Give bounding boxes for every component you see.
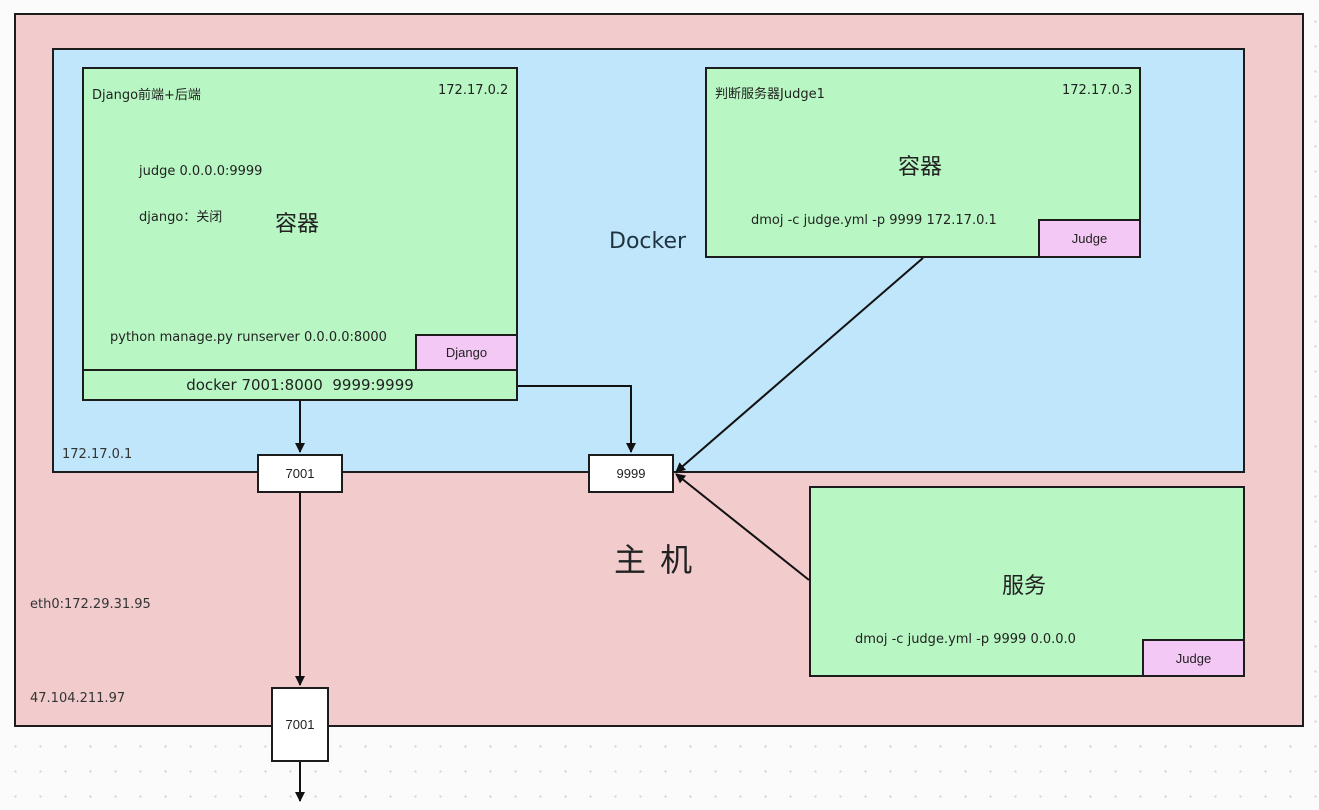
public-ip-label: 47.104.211.97 bbox=[30, 691, 126, 706]
judge-container-ip: 172.17.0.3 bbox=[1062, 83, 1133, 98]
arrow-service-to-9999 bbox=[675, 473, 810, 581]
judge-container-badge: Judge bbox=[1038, 219, 1141, 258]
judge-container-type: 容器 bbox=[898, 155, 943, 180]
host-port-7001: 7001 bbox=[271, 687, 329, 762]
arrow-judge-to-9999 bbox=[675, 257, 924, 473]
django-line-judge: judge 0.0.0.0:9999 bbox=[139, 164, 263, 179]
docker-port-9999: 9999 bbox=[588, 454, 674, 493]
judge-container-command: dmoj -c judge.yml -p 9999 172.17.0.1 bbox=[751, 213, 997, 228]
django-badge: Django bbox=[415, 334, 518, 371]
host-service-type: 服务 bbox=[1002, 574, 1047, 599]
django-container-name: Django前端+后端 bbox=[92, 88, 201, 103]
django-command: python manage.py runserver 0.0.0.0:8000 bbox=[110, 330, 387, 345]
host-title: 主 机 bbox=[614, 541, 695, 579]
host-service-badge: Judge bbox=[1142, 639, 1245, 677]
port-mapping-text: docker 7001:8000 9999:9999 bbox=[186, 376, 414, 394]
docker-gateway-ip: 172.17.0.1 bbox=[62, 447, 133, 462]
judge-container-name: 判断服务器Judge1 bbox=[715, 87, 825, 102]
django-container-ip: 172.17.0.2 bbox=[438, 83, 509, 98]
port-mapping-bar: docker 7001:8000 9999:9999 bbox=[82, 369, 518, 401]
docker-port-7001: 7001 bbox=[257, 454, 343, 493]
django-line-status: django：关闭 bbox=[139, 210, 223, 225]
eth0-label: eth0:172.29.31.95 bbox=[30, 597, 151, 612]
arrow-mapping-to-9999 bbox=[518, 385, 636, 453]
host-service-command: dmoj -c judge.yml -p 9999 0.0.0.0 bbox=[855, 632, 1076, 647]
docker-title: Docker bbox=[609, 229, 687, 254]
django-container-type: 容器 bbox=[275, 212, 320, 237]
